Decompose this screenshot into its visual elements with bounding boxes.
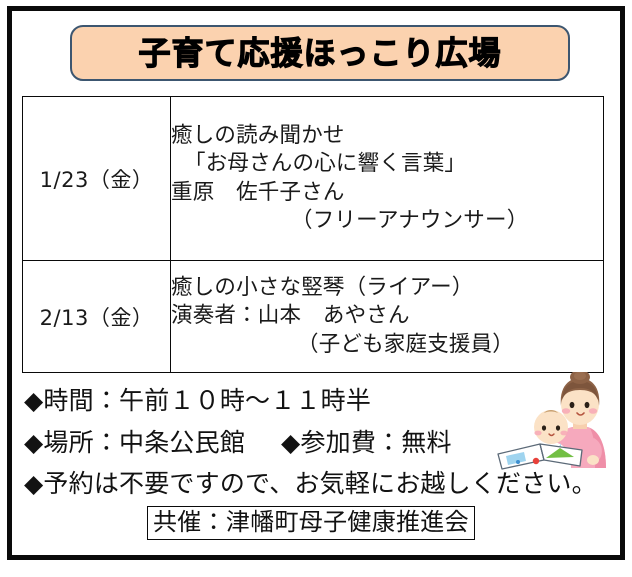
detail-fee: ◆参加費：無料 — [281, 427, 452, 457]
page-title: 子育て応援ほっこり広場 — [138, 34, 502, 72]
event-line: 癒しの読み聞かせ — [171, 123, 345, 149]
event-line: 癒しの小さな竪琴（ライアー） — [171, 275, 474, 301]
details-section: ◆時間：午前１０時～１１時半 ◆場所：中条公民館 ◆参加費：無料 ◆予約は不要です… — [24, 383, 604, 508]
credit-box: 共催：津幡町母子健康推進会 — [147, 506, 475, 541]
detail-place: ◆場所：中条公民館 — [24, 427, 246, 457]
detail-reservation: ◆予約は不要ですので、お気軽にお越しください。 — [24, 469, 597, 498]
event-description: 癒しの小さな竪琴（ライアー） 演奏者：山本 あやさん （子ども家庭支援員） — [170, 260, 604, 373]
detail-time: ◆時間：午前１０時～１１時半 — [24, 386, 372, 415]
event-line: 演奏者：山本 あやさん — [171, 303, 410, 329]
event-line: （フリーアナウンサー） — [291, 207, 529, 233]
table-row: 2/13（金） 癒しの小さな竪琴（ライアー） 演奏者：山本 あやさん （子ども家… — [22, 260, 604, 373]
event-line: （子ども家庭支援員） — [297, 331, 515, 357]
event-date: 2/13（金） — [22, 260, 171, 373]
event-description: 癒しの読み聞かせ 「お母さんの心に響く言葉」 重原 佐千子さん （フリーアナウン… — [170, 96, 604, 261]
mother-and-baby-reading-picture-book-illustration — [494, 372, 610, 470]
credit-text: 共催：津幡町母子健康推進会 — [153, 508, 469, 536]
schedule-table: 1/23（金） 癒しの読み聞かせ 「お母さんの心に響く言葉」 重原 佐千子さん … — [22, 96, 604, 373]
table-row: 1/23（金） 癒しの読み聞かせ 「お母さんの心に響く言葉」 重原 佐千子さん … — [22, 96, 604, 261]
title-banner: 子育て応援ほっこり広場 — [70, 25, 570, 81]
event-line: 重原 佐千子さん — [171, 179, 345, 205]
detail-place-and-fee: ◆場所：中条公民館 ◆参加費：無料 — [24, 425, 604, 461]
event-line: 「お母さんの心に響く言葉」 — [184, 151, 467, 177]
event-date: 1/23（金） — [22, 96, 171, 261]
